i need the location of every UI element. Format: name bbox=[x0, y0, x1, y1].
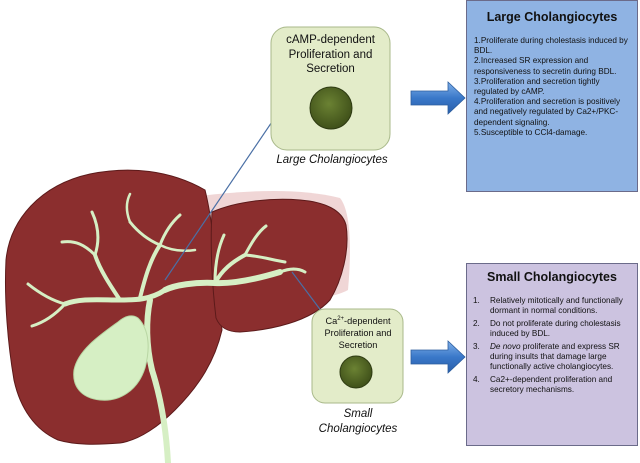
arrow-to-large-panel bbox=[410, 81, 466, 115]
small-panel-item-text-rest: proliferate and express SR during insult… bbox=[490, 342, 620, 371]
small-panel-title: Small Cholangiocytes bbox=[487, 270, 617, 284]
large-panel-item: 2.Increased SR expression and responsive… bbox=[474, 56, 617, 76]
large-cell-label: cAMP-dependent Proliferation and Secreti… bbox=[286, 34, 375, 75]
small-cholangiocytes-panel: Small Cholangiocytes 1. Relatively mitot… bbox=[466, 263, 638, 446]
liver-right-lobe bbox=[210, 198, 348, 333]
small-cell-caption: Small Cholangiocytes bbox=[318, 408, 398, 435]
large-panel-item: 1.Proliferate during cholestasis induced… bbox=[474, 36, 628, 56]
small-cell-label-superscript: 2+ bbox=[337, 316, 345, 322]
bile-duct-tree bbox=[26, 192, 307, 463]
small-panel-item-number: 1. bbox=[473, 296, 480, 305]
liver-left-lobe bbox=[4, 169, 223, 445]
small-cell-label-rest: -dependent Proliferation and Secretion bbox=[324, 316, 392, 351]
small-panel-item: 3. De novo proliferate and express SR du… bbox=[473, 342, 631, 372]
small-panel-item-number: 2. bbox=[473, 319, 480, 328]
connector-line-large bbox=[164, 109, 281, 281]
small-panel-list: 1. Relatively mitotically and functional… bbox=[473, 296, 631, 395]
small-panel-item-italic: De novo bbox=[490, 342, 521, 351]
small-panel-item-text: Ca2+-dependent proliferation and secreto… bbox=[490, 375, 613, 394]
small-cell-nucleus bbox=[339, 355, 373, 389]
large-cell-nucleus bbox=[309, 86, 353, 130]
large-panel-item: 3.Proliferation and secretion tightly re… bbox=[474, 76, 600, 97]
small-panel-item-number: 3. bbox=[473, 342, 480, 351]
small-panel-item-number: 4. bbox=[473, 375, 480, 384]
large-panel-item: 4.Proliferation and secretion is positiv… bbox=[474, 97, 621, 127]
arrow-to-small-panel bbox=[410, 340, 466, 374]
large-cholangiocytes-panel: Large Cholangiocytes 1.Proliferate durin… bbox=[466, 0, 638, 192]
small-panel-item: 1. Relatively mitotically and functional… bbox=[473, 296, 631, 316]
gallbladder bbox=[73, 315, 149, 401]
large-cell-caption: Large Cholangiocytes bbox=[276, 154, 388, 166]
small-panel-item-text: Relatively mitotically and functionally … bbox=[490, 296, 623, 315]
small-panel-item: 2. Do not proliferate during cholestasis… bbox=[473, 319, 631, 339]
small-panel-item-text: Do not proliferate during cholestasis in… bbox=[490, 319, 621, 338]
large-panel-title: Large Cholangiocytes bbox=[486, 10, 618, 24]
small-cell-label: Ca2+-dependent Proliferation and Secreti… bbox=[314, 313, 402, 351]
large-panel-item: 5.Susceptible to CCl4-damage. bbox=[474, 127, 588, 137]
connector-line-small bbox=[291, 271, 323, 313]
large-panel-list: 1.Proliferate during cholestasis induced… bbox=[474, 36, 632, 138]
small-panel-item-text: De novo proliferate and express SR durin… bbox=[490, 342, 631, 372]
small-panel-item: 4. Ca2+-dependent proliferation and secr… bbox=[473, 375, 631, 395]
small-cell-label-prefix: Ca bbox=[325, 316, 338, 327]
